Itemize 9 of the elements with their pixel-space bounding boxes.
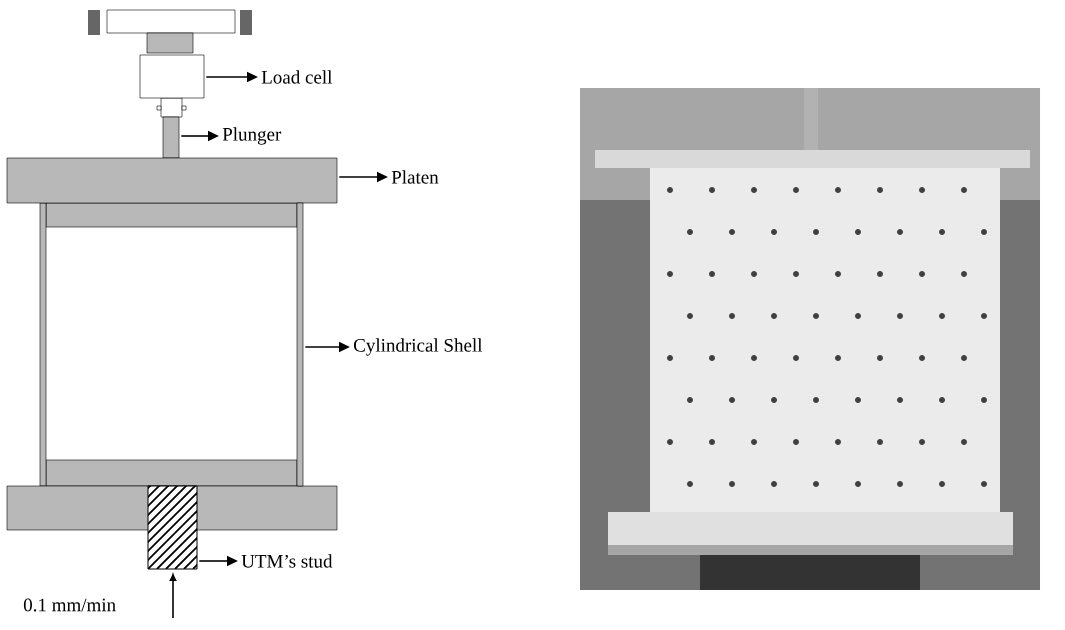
- speed-label: 0.1 mm/min: [23, 598, 116, 612]
- part-label: Plunger: [222, 127, 282, 145]
- shell-wall: [296, 202, 304, 487]
- part-label: UTM’s stud: [241, 554, 333, 568]
- part-label: Cylindrical Shell: [354, 338, 483, 356]
- part-label: Platen: [391, 170, 439, 184]
- stud-block: [147, 485, 198, 570]
- plunger-rod: [162, 116, 180, 159]
- part-label: Load cell: [261, 70, 333, 84]
